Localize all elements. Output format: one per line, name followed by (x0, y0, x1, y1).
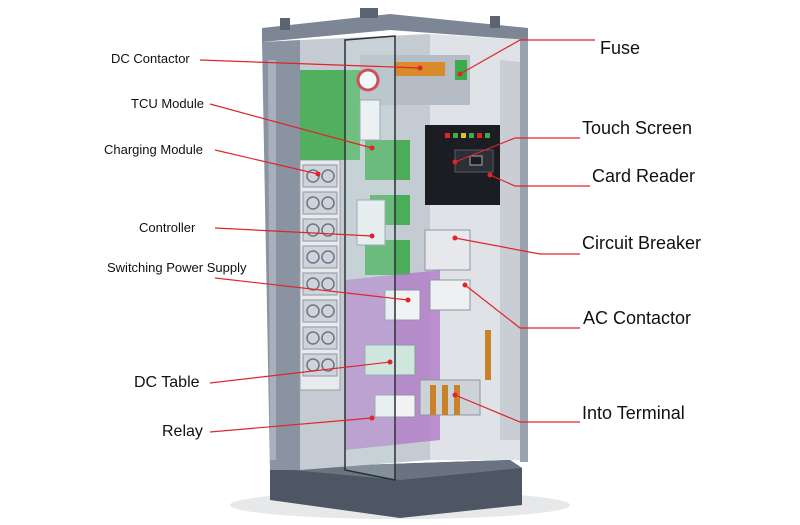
label-touch-screen: Touch Screen (582, 118, 693, 138)
label-dc-contactor: DC Contactor (111, 51, 190, 66)
label-switching-power-supply: Switching Power Supply (107, 260, 247, 275)
charging-module-stack (299, 159, 341, 391)
label-charging-module: Charging Module (104, 142, 204, 157)
tcu-module-block (300, 70, 360, 160)
label-dc-table: DC Table (134, 374, 200, 391)
label-circuit-breaker: Circuit Breaker (582, 233, 702, 253)
label-ac-contactor: AC Contactor (583, 308, 692, 328)
terminal-bars (430, 385, 436, 415)
label-tcu-module: TCU Module (131, 96, 204, 111)
cabinet-base (270, 460, 522, 518)
label-card-reader: Card Reader (592, 166, 696, 186)
label-into-terminal: Into Terminal (582, 403, 685, 423)
controller-block (365, 240, 410, 275)
label-relay: Relay (162, 423, 203, 440)
glass-door (344, 35, 396, 481)
circuit-breaker-block (424, 229, 471, 271)
label-controller: Controller (139, 220, 196, 235)
label-fuse: Fuse (600, 38, 641, 58)
cabinet-left-wall (262, 40, 300, 470)
cabinet-roof (262, 14, 528, 42)
